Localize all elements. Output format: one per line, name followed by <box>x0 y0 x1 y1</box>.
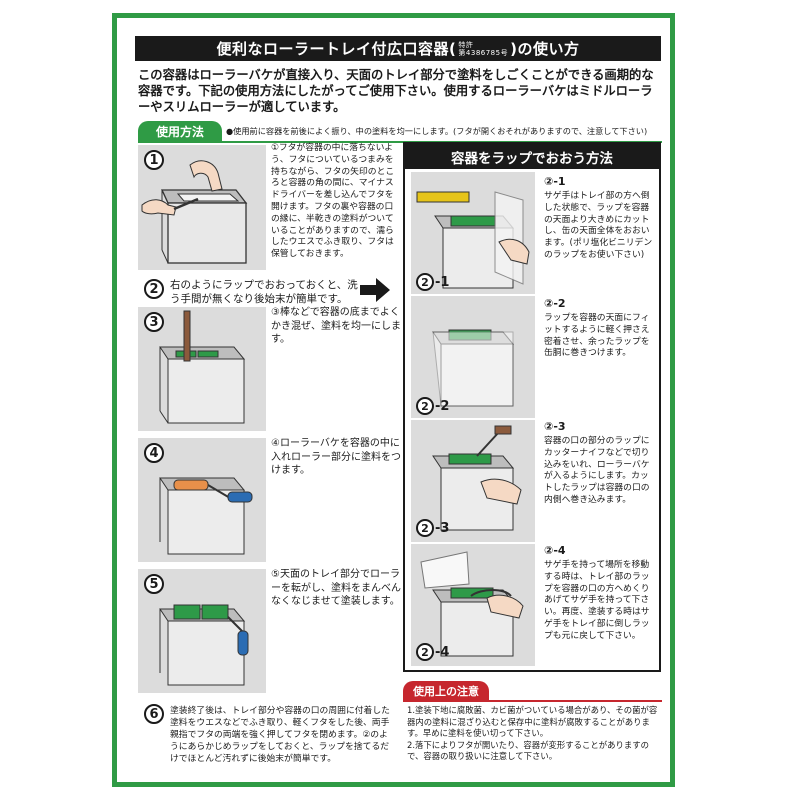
wrap-step-circle: 2 <box>416 273 434 291</box>
wrap-carry-icon <box>420 551 524 657</box>
wrap-cut-icon <box>432 425 522 531</box>
step-6-number: 6 <box>144 704 164 724</box>
caution-list: 1.塗装下地に腐敗菌、カビ菌がついている場合があり、その菌が容器内の塗料に混ざり… <box>407 705 663 763</box>
step-3-text: ③棒などで容器の底までよくかき混ぜ、塗料を均一にします。 <box>271 307 401 345</box>
wrap-step-1-heading: ②-1 <box>544 175 566 188</box>
wrap-step-4-heading: ②-4 <box>544 544 566 557</box>
intro-paragraph: この容器はローラーバケが直接入り、天面のトレイ部分で塗料をしごくことができる画期… <box>138 68 654 114</box>
wrap-step-2-illustration <box>411 296 535 418</box>
step-2-number: 2 <box>144 279 164 299</box>
usage-tab: 使用方法 <box>138 121 222 141</box>
step-1-text: ①フタが容器の中に落ちないよう、フタについているつまみを持ちながら、フタの矢印の… <box>271 143 395 260</box>
wrap-cover-icon <box>416 191 530 289</box>
page-title: 便利なローラートレイ付広口容器 ( 特許 第4386785号 ) の使い方 <box>135 36 661 61</box>
step-2-text: 右のようにラップでおおっておくと、洗う手間が無くなり後始末が簡単です。 <box>170 279 358 305</box>
wrap-step-2-text: ラップを容器の天面にフィットするように軽く押さえ密着させ、余ったラップを缶胴に巻… <box>544 313 650 359</box>
step3-illustration <box>138 307 266 431</box>
caution-item-2: 2.落下によりフタが開いたり、容器が変形することがありますので、容器の取り扱いに… <box>407 739 649 762</box>
usage-note: ●使用前に容器を前後によく振り、中の塗料を均一にします。(フタが開くおそれがあり… <box>226 126 648 136</box>
wrap-step-2-heading: ②-2 <box>544 297 566 310</box>
wrap-step-1-text: サゲ手はトレイ部の方へ倒した状態で、ラップを容器の天面より大きめにカットし、缶の… <box>544 191 653 260</box>
wrap-step-3-heading: ②-3 <box>544 420 566 433</box>
caution-divider <box>403 700 662 702</box>
usage-divider <box>138 141 662 143</box>
step-1-number: 1 <box>144 150 164 170</box>
caution-tab: 使用上の注意 <box>403 681 489 700</box>
patent-number: 特許 第4386785号 <box>458 40 509 57</box>
wrap-step-circle: 2 <box>416 519 434 537</box>
step-4-number: 4 <box>144 443 164 463</box>
wrap-step-1-label: 2-1 <box>416 273 449 291</box>
wrap-step-4-text: サゲ手を持って場所を移動する時は、トレイ部のラップを容器の口の方へめくりあげてサ… <box>544 560 650 641</box>
arrow-right-icon <box>360 278 390 302</box>
step-6-text: 塗装終了後は、トレイ部分や容器の口の周囲に付着した塗料をウエスなどでふき取り、軽… <box>170 706 390 764</box>
wrap-step-3-text: 容器の口の部分のラップにカッターナイフなどで切り込みをいれ、ローラーバケが入るよ… <box>544 436 650 505</box>
roller-tray-icon <box>159 604 249 686</box>
step-3-number: 3 <box>144 312 164 332</box>
step-5-number: 5 <box>144 574 164 594</box>
stirring-icon <box>159 310 246 424</box>
container-opening-icon <box>141 160 248 264</box>
wrap-step-3-label: 2-3 <box>416 519 449 537</box>
roller-dip-icon <box>159 477 253 555</box>
wrap-step-1-illustration <box>411 172 535 294</box>
wrap-press-icon <box>432 329 515 407</box>
wrap-method-header: 容器をラップでおおう方法 <box>405 144 659 169</box>
wrap-step-circle: 2 <box>416 643 434 661</box>
caution-item-1: 1.塗装下地に腐敗菌、カビ菌がついている場合があり、その菌が容器内の塗料に混ざり… <box>407 705 658 738</box>
step-4-text: ④ローラーバケを容器の中に入れローラー部分に塗料をつけます。 <box>271 438 401 476</box>
wrap-step-4-label: 2-4 <box>416 643 449 661</box>
wrap-step-2-label: 2-2 <box>416 397 449 415</box>
wrap-step-circle: 2 <box>416 397 434 415</box>
title-main: 便利なローラートレイ付広口容器 <box>216 40 450 58</box>
title-suffix: の使い方 <box>517 40 580 58</box>
step1-illustration <box>138 145 266 270</box>
step-5-text: ⑤天面のトレイ部分でローラーを転がし、塗料をまんべんなくなじませて塗装します。 <box>271 569 401 607</box>
